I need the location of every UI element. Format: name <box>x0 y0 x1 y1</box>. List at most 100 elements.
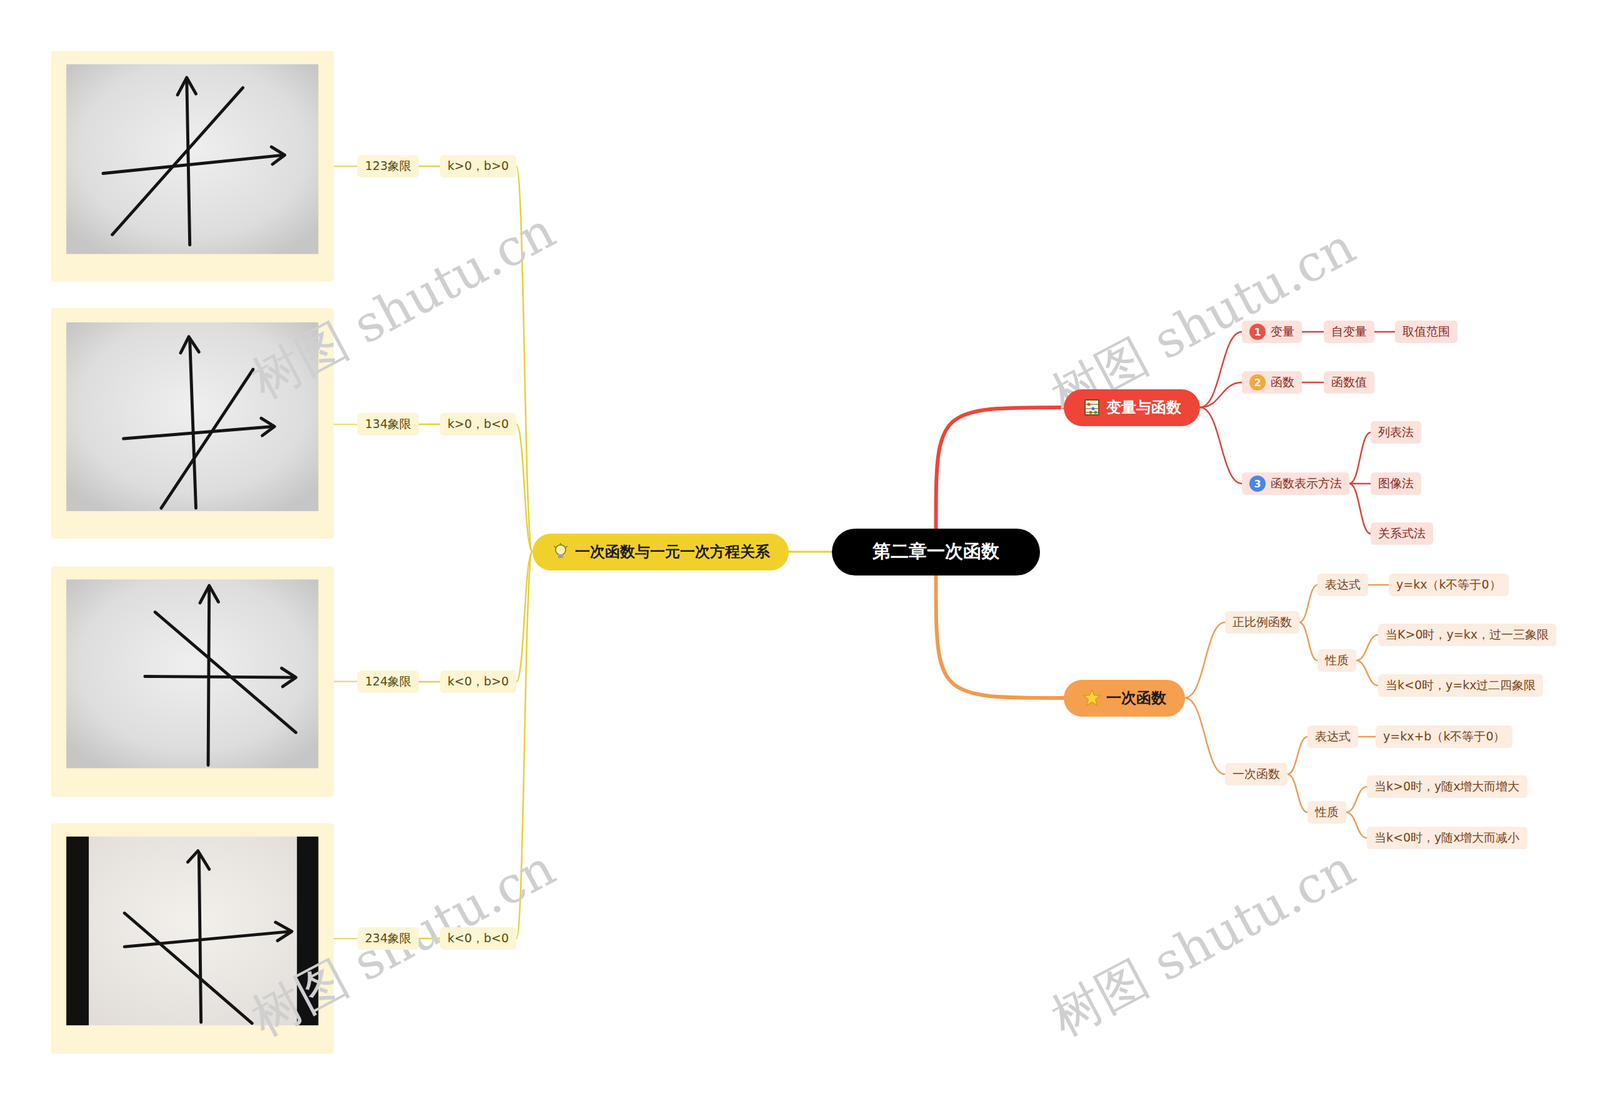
photo-grounds <box>66 64 319 1026</box>
branch-connector <box>788 551 832 554</box>
topic-label: 正比例函数 <box>1232 614 1292 631</box>
photo-frames <box>51 51 334 1055</box>
sub-topic: 图像法 <box>1370 472 1422 495</box>
sub-topic: 1变量 <box>1241 320 1302 344</box>
number-badge: 1 <box>1249 323 1266 340</box>
branch-connector <box>936 575 1065 699</box>
branch-topic: 一次函数与一元一次方程关系 <box>532 533 789 571</box>
branch-connector <box>1349 483 1371 534</box>
watermark: 树图 shutu.cn <box>239 198 567 415</box>
branch-connector <box>1287 774 1308 813</box>
topic-label: 134象限 <box>365 416 412 433</box>
topic-label: 表达式 <box>1315 728 1351 745</box>
sub-topic: 当k<0时，y=kx过二四象限 <box>1378 674 1544 697</box>
topic-label: 当K>0时，y=kx，过一三象限 <box>1385 626 1549 644</box>
topic-label: 性质 <box>1325 652 1349 669</box>
sub-topic: 正比例函数 <box>1225 611 1300 634</box>
topic-icon <box>551 542 570 562</box>
sub-topic: 234象限 <box>357 927 419 950</box>
sub-topic: 当K>0时，y=kx，过一三象限 <box>1378 623 1557 647</box>
branch-connector <box>1185 622 1225 699</box>
topic-label: 当k>0时，y随x增大而增大 <box>1374 778 1520 795</box>
sub-topic: 124象限 <box>357 670 419 694</box>
sub-topic: 取值范围 <box>1395 320 1458 344</box>
topic-label: k<0，b<0 <box>447 930 509 947</box>
topic-label: 函数表示方法 <box>1270 475 1342 492</box>
topic-label: 当k<0时，y随x增大而减小 <box>1374 830 1520 847</box>
topic-label: 变量与函数 <box>1106 397 1182 418</box>
sub-topic: 性质 <box>1317 649 1357 672</box>
topic-label: 当k<0时，y=kx过二四象限 <box>1385 677 1536 694</box>
sub-topic: y=kx（k不等于0） <box>1388 573 1509 597</box>
branch-connector <box>516 424 533 552</box>
topic-icon <box>1082 398 1102 417</box>
topic-label: 表达式 <box>1325 576 1361 594</box>
sub-topic: 3函数表示方法 <box>1241 472 1350 495</box>
topic-label: 234象限 <box>365 930 412 947</box>
branch-connector <box>418 681 440 684</box>
branch-connector <box>1358 736 1376 739</box>
branch-connector <box>1299 622 1318 661</box>
branch-connector <box>1301 381 1324 384</box>
branch-connector <box>1301 331 1324 334</box>
branch-connector <box>418 938 440 940</box>
topic-label: 函数值 <box>1331 374 1367 391</box>
topic-label: 一次函数与一元一次方程关系 <box>575 541 770 562</box>
number-badge: 2 <box>1249 374 1266 391</box>
branch-connector <box>1356 635 1379 661</box>
branch-connector <box>418 165 440 168</box>
branch-connector <box>1185 698 1225 775</box>
sub-topic: 关系式法 <box>1370 522 1434 545</box>
branch-connector <box>1356 660 1379 686</box>
topic-label: 自变量 <box>1331 323 1367 340</box>
sub-topic: 函数值 <box>1323 371 1375 394</box>
branch-connector <box>1200 382 1242 408</box>
branch-connector <box>1346 812 1367 839</box>
sub-topic: 2函数 <box>1241 371 1302 394</box>
topic-icon <box>1082 688 1102 708</box>
topic-label: 取值范围 <box>1402 323 1450 340</box>
topic-label: k>0，b<0 <box>447 416 509 433</box>
topic-label: 123象限 <box>365 158 412 175</box>
topic-label: 性质 <box>1315 804 1339 821</box>
branch-connector <box>1346 786 1367 813</box>
branch-connector <box>418 423 440 426</box>
sub-topic: 表达式 <box>1307 725 1359 749</box>
sub-topic: 列表法 <box>1370 421 1422 444</box>
topic-label: 一次函数 <box>1232 766 1280 783</box>
branch-connector <box>516 166 533 552</box>
sub-topic: 性质 <box>1307 801 1347 824</box>
topic-label: 变量 <box>1270 323 1295 340</box>
branch-connector <box>936 407 1065 529</box>
hand-drawn-graphs <box>103 77 297 1024</box>
sub-topic: 表达式 <box>1317 573 1369 597</box>
leader-lines <box>333 166 358 939</box>
sub-topic: 当k>0时，y随x增大而增大 <box>1366 775 1528 799</box>
topic-label: 124象限 <box>365 673 412 690</box>
sub-topic: k>0，b>0 <box>440 155 517 178</box>
branch-connector <box>1368 584 1389 587</box>
topic-label: 图像法 <box>1378 475 1414 492</box>
branch-connector <box>1200 407 1242 484</box>
topic-label: k>0，b>0 <box>447 158 509 175</box>
number-badge: 3 <box>1249 475 1266 492</box>
topic-label: 列表法 <box>1378 424 1414 441</box>
branch-connector <box>1349 432 1371 484</box>
branch-connector <box>1299 585 1318 623</box>
branch-connector <box>1349 483 1371 485</box>
sub-topic: y=kx+b（k不等于0） <box>1375 725 1513 749</box>
sub-topic: 134象限 <box>357 413 419 436</box>
topic-label: 关系式法 <box>1378 525 1426 542</box>
topic-label: 一次函数 <box>1106 688 1167 709</box>
sub-topic: 自变量 <box>1323 320 1375 344</box>
root-topic: 第二章一次函数 <box>831 528 1040 576</box>
sub-topic: 当k<0时，y随x增大而减小 <box>1366 826 1528 850</box>
topic-label: y=kx（k不等于0） <box>1396 576 1502 594</box>
watermark: 树图 shutu.cn <box>1039 835 1367 1053</box>
branch-topic: 变量与函数 <box>1063 389 1200 427</box>
topic-label: 第二章一次函数 <box>872 539 1000 565</box>
sub-topic: k<0，b<0 <box>440 927 517 950</box>
